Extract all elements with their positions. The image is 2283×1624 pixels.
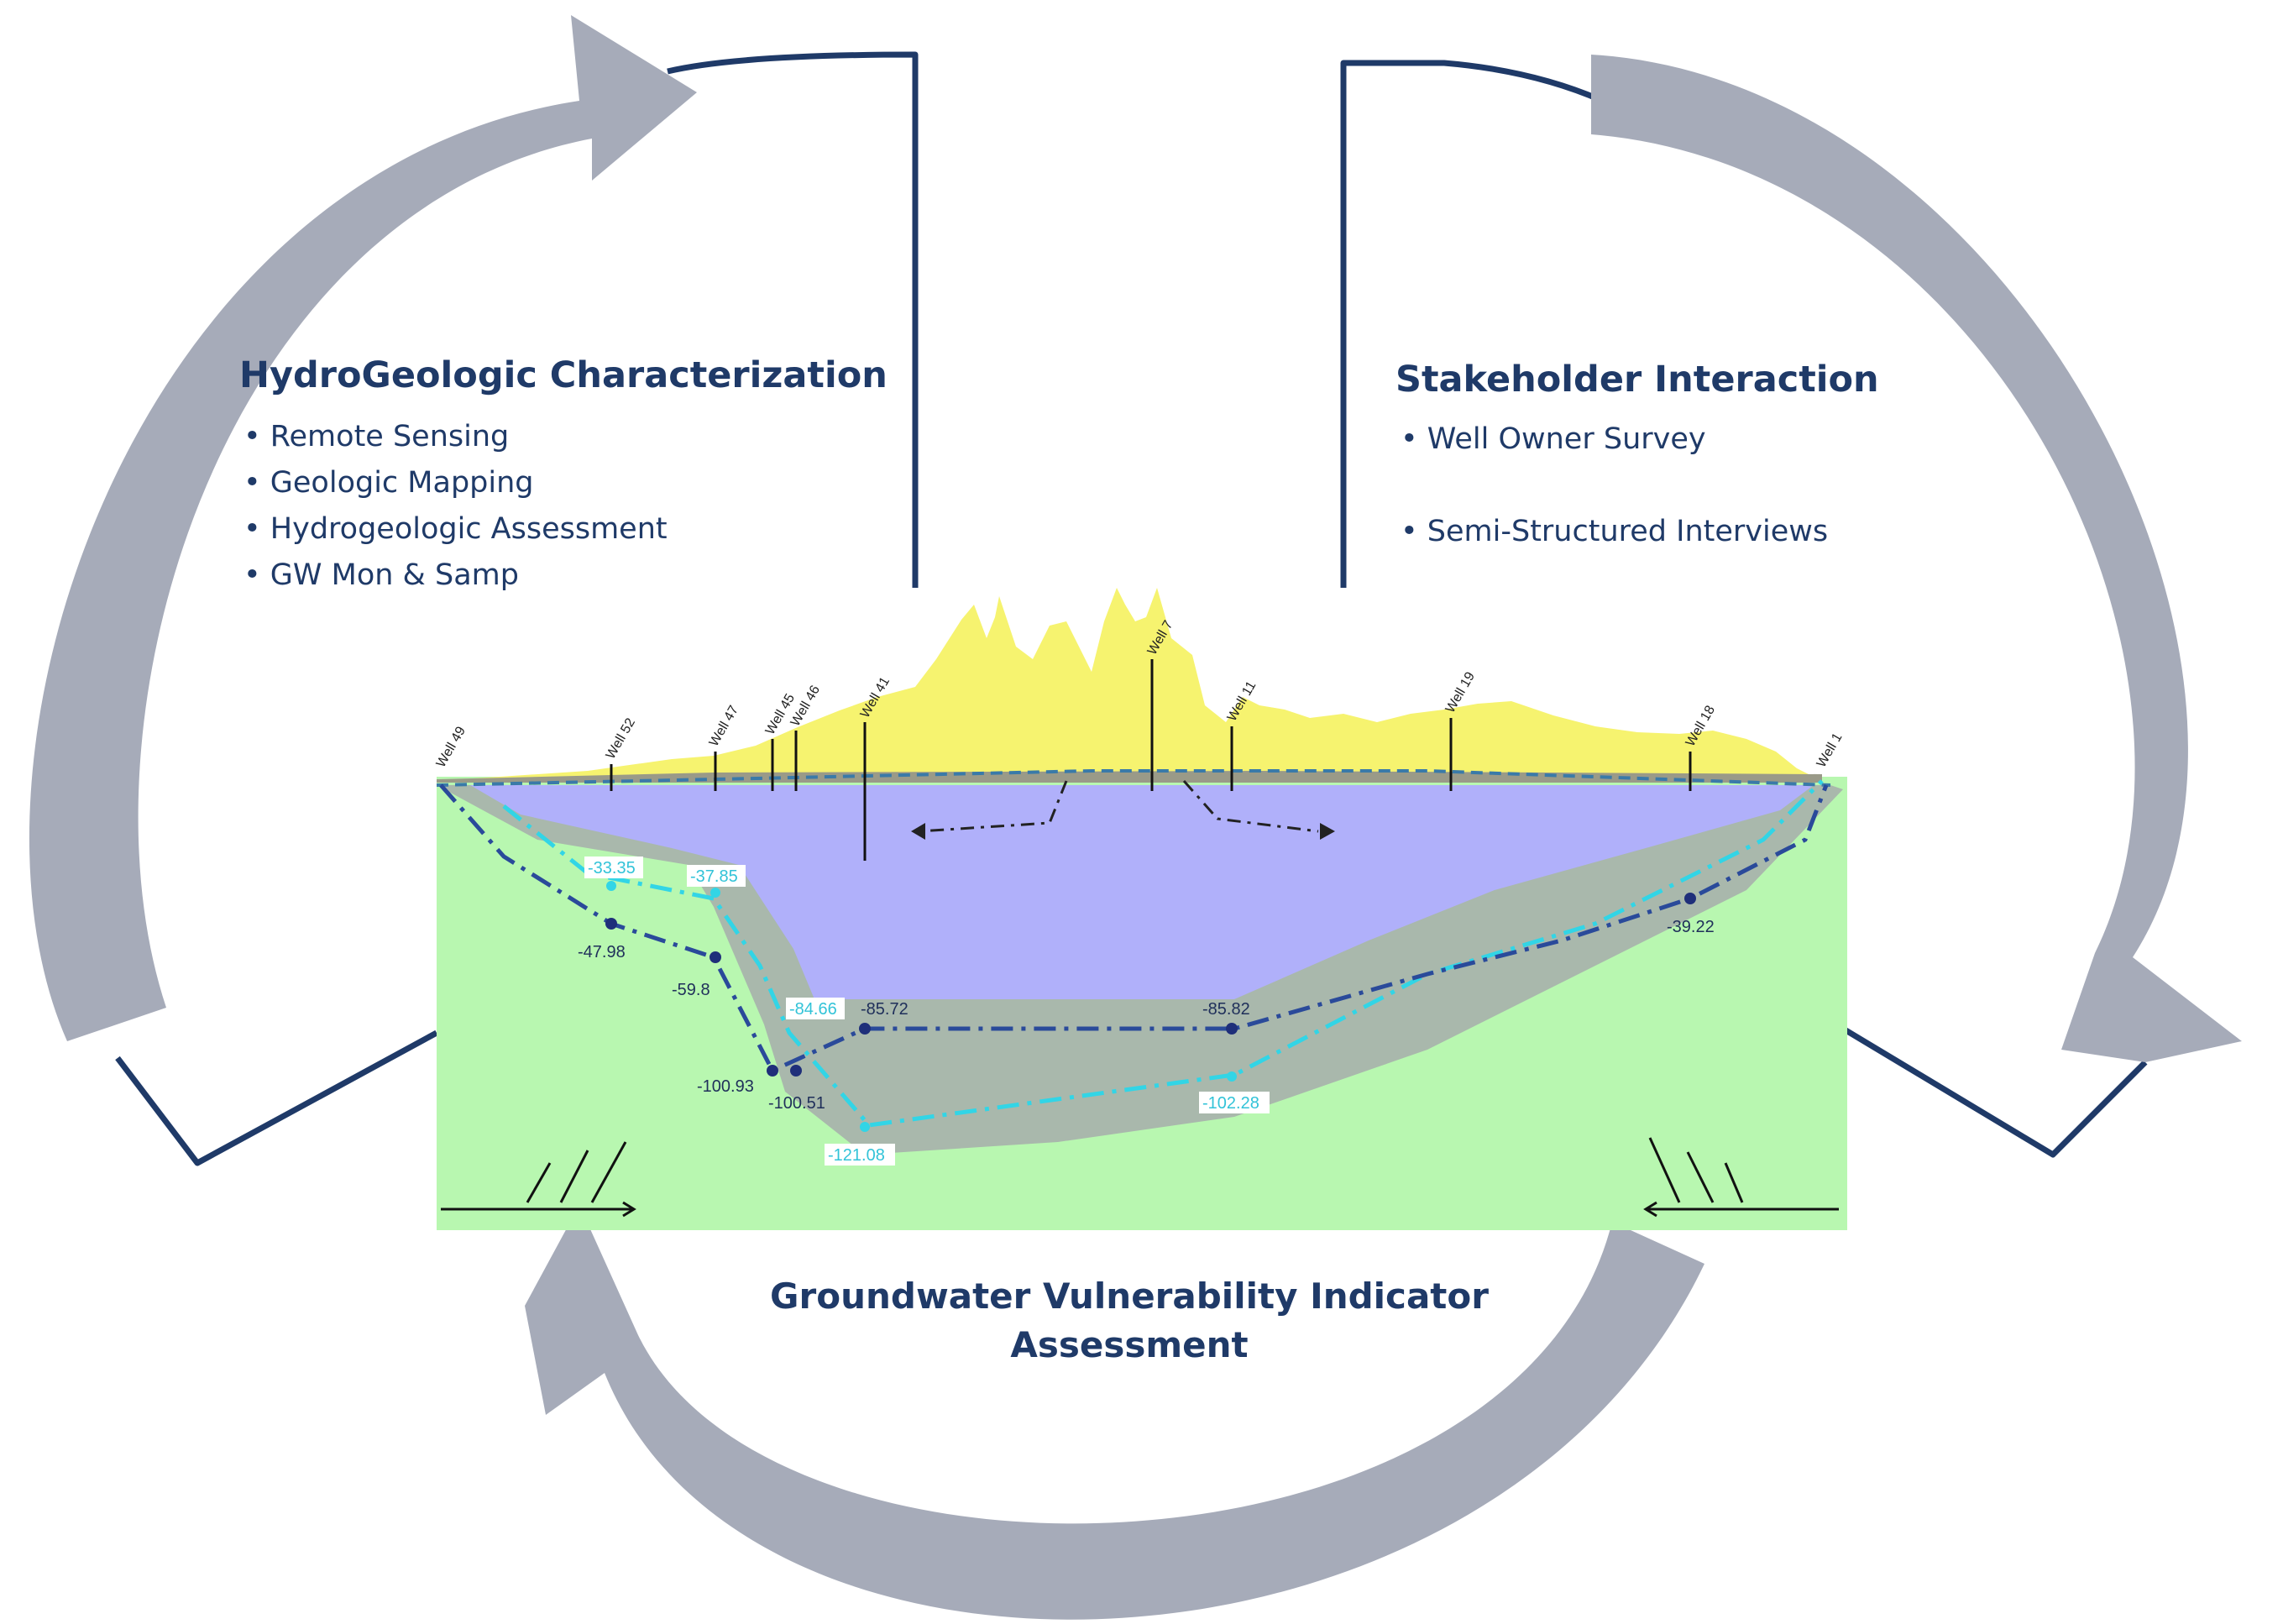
surface-topography: [437, 588, 1822, 781]
recharge-arrows-right: [1643, 1137, 1839, 1218]
recharge-arrow: [526, 1162, 552, 1203]
surface-dashed-line: [436, 769, 1831, 787]
bracket-left: [115, 1029, 438, 1166]
data-point: [790, 1065, 802, 1077]
data-point: [710, 888, 720, 898]
value-label-box: [825, 1144, 895, 1166]
data-point: [859, 1023, 871, 1035]
value-label-box: [786, 998, 845, 1019]
data-point: [1227, 1071, 1237, 1082]
cycle-arrows: [29, 15, 2242, 1620]
right-panel-heading: Stakeholder Interaction: [1395, 359, 1879, 401]
value-label: -59.8: [672, 981, 710, 999]
dark-points: [605, 893, 1696, 1077]
data-point: [767, 1065, 778, 1077]
value-label: -121.08: [828, 1146, 885, 1165]
recharge-arrows-left: [441, 1141, 636, 1218]
well-lines: [610, 659, 1692, 861]
bracket-right: [1841, 1025, 2148, 1158]
arrow-left-top: [29, 15, 698, 1041]
dark-value-labels: -47.98 -59.8 -100.93 -100.51 -85.72 -85.…: [578, 918, 1715, 1113]
lake-zone: [470, 785, 1814, 999]
value-label: -47.98: [578, 943, 626, 961]
right-panel-item: Well Owner Survey: [1401, 422, 1828, 515]
data-point: [860, 1122, 870, 1132]
data-point: [606, 881, 616, 891]
arrow-right: [1591, 55, 2242, 1062]
data-point: [1684, 893, 1696, 904]
cyan-dashdot-line: [502, 779, 1824, 1128]
well-label: Well 49: [434, 724, 469, 770]
bottom-heading-line: Groundwater Vulnerability Indicator: [770, 1276, 1489, 1317]
right-panel-item: Semi-Structured Interviews: [1401, 515, 1828, 561]
value-label: -39.22: [1667, 918, 1715, 936]
value-label: -102.28: [1202, 1094, 1259, 1113]
value-label: -37.85: [690, 867, 738, 886]
left-panel-item: Hydrogeologic Assessment: [243, 512, 668, 558]
bracket-top-left: [667, 51, 919, 588]
recharge-arrow: [559, 1150, 589, 1203]
recharge-arrowhead: [1643, 1201, 1657, 1218]
right-panel-list: Well Owner Survey Semi-Structured Interv…: [1401, 422, 1828, 561]
value-label: -85.72: [861, 1000, 908, 1019]
well-label: Well 1: [1814, 731, 1846, 770]
recharge-arrow: [590, 1141, 627, 1203]
value-label: -85.82: [1202, 1000, 1250, 1019]
well-label: Well 52: [604, 715, 638, 762]
cyan-value-labels: -33.35 -37.85 -84.66 -121.08 -102.28: [584, 857, 1270, 1166]
data-point: [605, 918, 617, 930]
left-panel-heading: HydroGeologic Characterization: [239, 354, 888, 396]
data-point: [710, 951, 721, 963]
data-point: [1226, 1023, 1238, 1035]
left-panel-list: Remote Sensing Geologic Mapping Hydrogeo…: [243, 420, 668, 605]
flow-arrow-left: [919, 780, 1068, 833]
bottom-heading-line: Assessment: [1010, 1324, 1249, 1365]
arrow-bottom: [525, 1205, 1704, 1620]
flow-arrowhead-left: [911, 823, 925, 840]
bottom-panel-heading: Groundwater Vulnerability Indicator Asse…: [739, 1272, 1520, 1370]
left-panel-item: GW Mon & Samp: [243, 558, 668, 605]
left-panel-item: Remote Sensing: [243, 420, 668, 466]
well-label: Well 47: [707, 703, 741, 749]
value-label: -84.66: [789, 1000, 837, 1019]
recharge-arrow: [1686, 1151, 1715, 1203]
value-label-box: [1199, 1092, 1270, 1113]
cross-section-figure: Well 49 Well 52 Well 47 Well 45 Well 46 …: [434, 588, 1847, 1230]
value-label-box: [687, 865, 746, 887]
value-label: -33.35: [588, 859, 636, 877]
recharge-arrow: [1648, 1137, 1681, 1203]
flow-arrowhead-right: [1320, 823, 1335, 840]
value-label-box: [584, 857, 643, 878]
recharge-arrow: [1724, 1162, 1744, 1203]
flow-arrow-right: [1182, 780, 1319, 833]
value-label: -100.51: [768, 1094, 825, 1113]
left-panel-item: Geologic Mapping: [243, 466, 668, 512]
recharge-arrowhead: [622, 1201, 636, 1218]
value-label: -100.93: [697, 1077, 754, 1096]
dark-dashdot-line: [439, 783, 1829, 1074]
